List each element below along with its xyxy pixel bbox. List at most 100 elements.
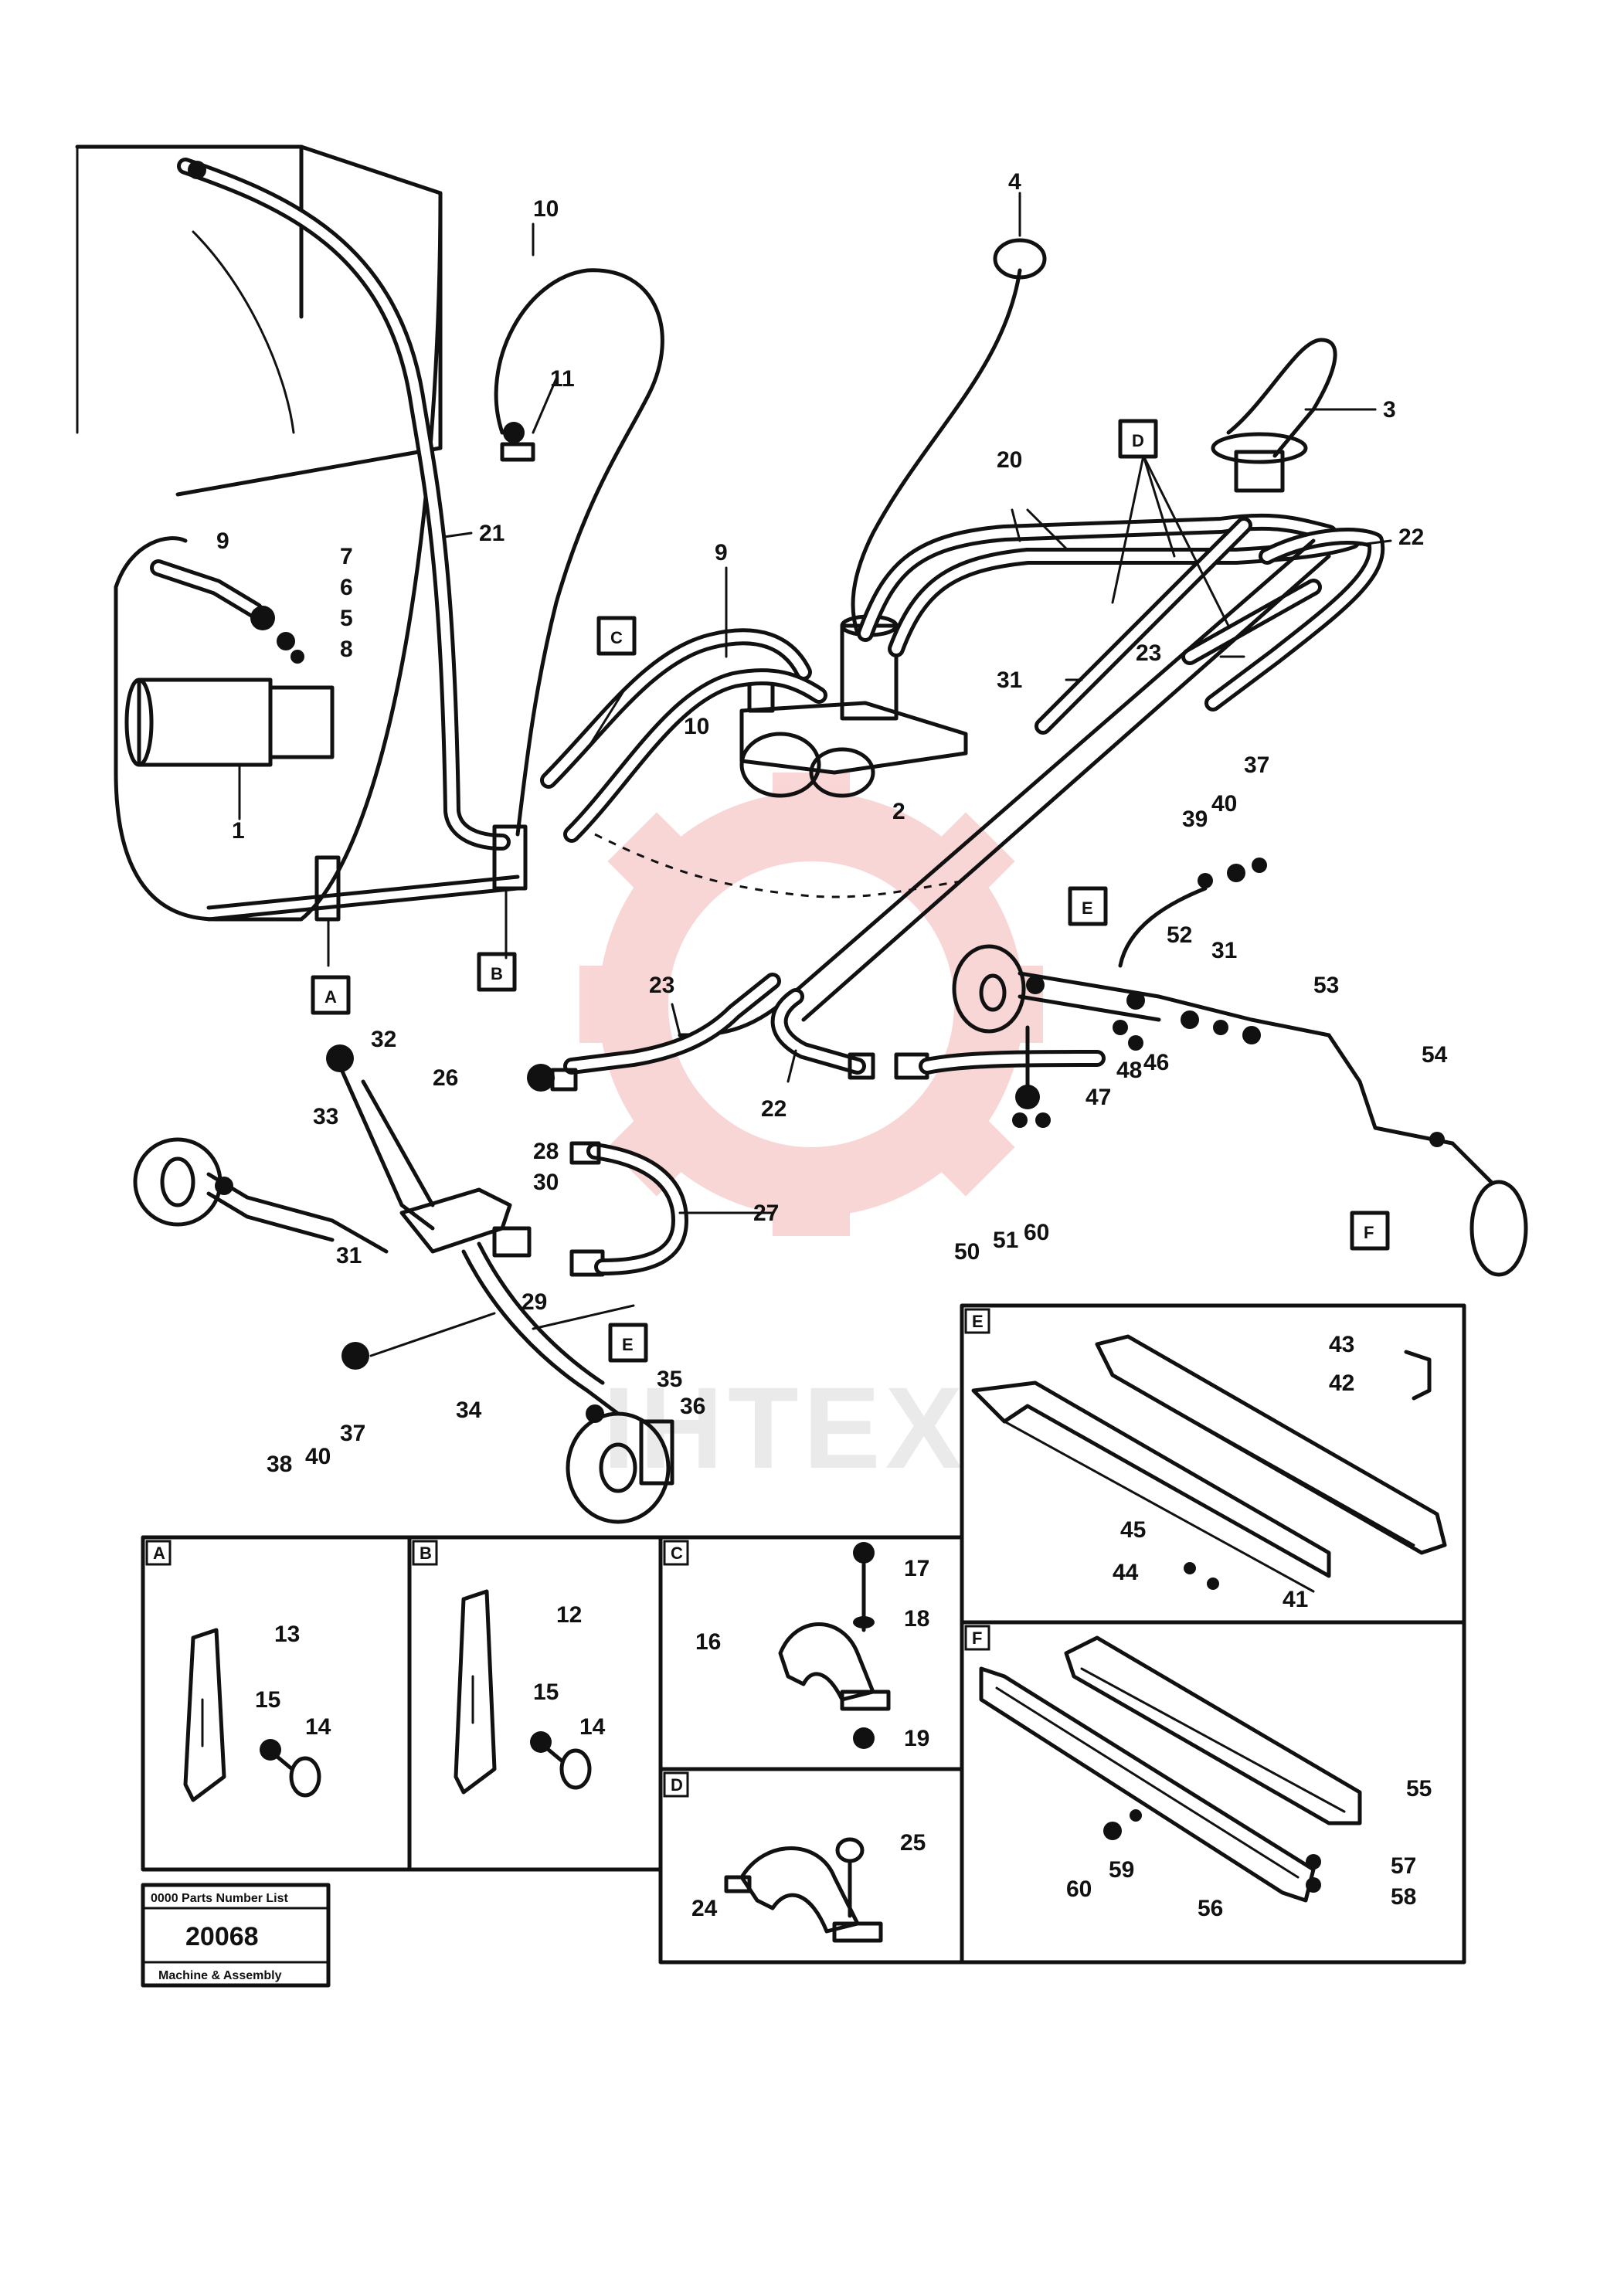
svg-text:D: D bbox=[671, 1775, 683, 1795]
ref-box-d bbox=[1118, 419, 1158, 459]
svg-text:22: 22 bbox=[1398, 525, 1424, 550]
svg-text:46: 46 bbox=[1143, 1050, 1169, 1075]
pedal-3 bbox=[1211, 338, 1377, 493]
svg-text:D: D bbox=[1132, 431, 1144, 450]
svg-text:6: 6 bbox=[340, 575, 353, 600]
svg-text:54: 54 bbox=[1422, 1042, 1448, 1068]
ref-box-a bbox=[311, 975, 351, 1015]
svg-text:37: 37 bbox=[340, 1421, 365, 1446]
svg-text:15: 15 bbox=[255, 1687, 280, 1713]
svg-text:30: 30 bbox=[533, 1170, 559, 1195]
svg-text:9: 9 bbox=[715, 540, 728, 565]
right-assembly bbox=[952, 858, 1528, 1277]
svg-text:10: 10 bbox=[533, 196, 559, 222]
svg-text:14: 14 bbox=[579, 1714, 606, 1740]
svg-text:37: 37 bbox=[1244, 752, 1269, 778]
svg-text:57: 57 bbox=[1391, 1853, 1416, 1879]
svg-text:59: 59 bbox=[1109, 1857, 1134, 1883]
hoses-9-10 bbox=[540, 628, 827, 843]
svg-text:17: 17 bbox=[904, 1556, 929, 1581]
svg-text:41: 41 bbox=[1283, 1587, 1308, 1612]
ref-box-e1 bbox=[1068, 886, 1108, 926]
svg-text:C: C bbox=[610, 628, 623, 647]
svg-text:4: 4 bbox=[1008, 169, 1021, 195]
svg-text:C: C bbox=[671, 1544, 683, 1563]
svg-text:40: 40 bbox=[1211, 791, 1237, 817]
part-labels: 10 11 4 3 21 9 7 6 5 8 20 22 9 10 31 23 … bbox=[216, 169, 1448, 1477]
plate-number: 20068 bbox=[185, 1922, 259, 1951]
svg-text:2: 2 bbox=[892, 799, 905, 824]
svg-text:31: 31 bbox=[997, 667, 1022, 693]
svg-text:28: 28 bbox=[533, 1139, 559, 1164]
detail-a-bracket bbox=[183, 1628, 321, 1802]
svg-text:58: 58 bbox=[1391, 1884, 1416, 1910]
svg-text:40: 40 bbox=[305, 1444, 331, 1469]
svg-text:F: F bbox=[1364, 1223, 1374, 1242]
watermark-text: IHTEX bbox=[603, 1363, 967, 1493]
svg-text:25: 25 bbox=[900, 1830, 926, 1856]
svg-text:50: 50 bbox=[954, 1239, 980, 1265]
detail-d-clamp bbox=[724, 1837, 883, 1943]
svg-text:16: 16 bbox=[695, 1629, 721, 1655]
svg-text:21: 21 bbox=[479, 521, 505, 546]
pump-block-1 bbox=[124, 678, 335, 820]
svg-text:39: 39 bbox=[1182, 807, 1208, 832]
svg-text:36: 36 bbox=[680, 1394, 705, 1419]
dashed-connection bbox=[594, 833, 967, 898]
svg-text:B: B bbox=[420, 1544, 432, 1563]
svg-text:20: 20 bbox=[997, 447, 1022, 473]
svg-text:3: 3 bbox=[1383, 397, 1396, 423]
svg-text:31: 31 bbox=[1211, 938, 1237, 963]
ref-box-b bbox=[477, 952, 517, 992]
svg-text:31: 31 bbox=[336, 1243, 362, 1268]
svg-text:11: 11 bbox=[550, 366, 575, 392]
svg-text:53: 53 bbox=[1313, 973, 1339, 998]
hose-loop-10 bbox=[494, 268, 664, 837]
svg-text:8: 8 bbox=[340, 637, 353, 662]
detail-frames bbox=[141, 1303, 1466, 1965]
svg-text:A: A bbox=[324, 987, 337, 1007]
svg-text:5: 5 bbox=[340, 606, 353, 631]
detail-e-bars bbox=[971, 1334, 1447, 1593]
detail-labels: 13 15 14 12 15 14 17 18 16 19 25 24 43 4… bbox=[255, 1332, 1432, 1921]
detail-f-bars bbox=[979, 1635, 1362, 1903]
svg-text:43: 43 bbox=[1329, 1332, 1354, 1357]
svg-text:42: 42 bbox=[1329, 1370, 1354, 1396]
svg-text:10: 10 bbox=[684, 714, 709, 739]
tube-bottom bbox=[206, 824, 528, 967]
svg-text:E: E bbox=[972, 1312, 984, 1331]
hose-22-lower bbox=[770, 988, 1106, 1080]
ref-box-group: A B C D E E F A B C D E F bbox=[145, 419, 1390, 1798]
svg-text:13: 13 bbox=[274, 1622, 300, 1647]
svg-text:34: 34 bbox=[456, 1398, 482, 1423]
svg-text:60: 60 bbox=[1066, 1876, 1092, 1902]
svg-text:7: 7 bbox=[340, 544, 353, 569]
left-lower-assembly bbox=[133, 1044, 688, 1524]
cable-4 bbox=[851, 192, 1047, 636]
svg-text:24: 24 bbox=[691, 1896, 718, 1921]
svg-text:44: 44 bbox=[1113, 1560, 1139, 1585]
hose-23-lower bbox=[527, 973, 781, 1092]
svg-text:35: 35 bbox=[657, 1367, 682, 1392]
plate-line2: Machine & Assembly bbox=[158, 1969, 282, 1982]
svg-text:38: 38 bbox=[267, 1452, 292, 1477]
svg-text:47: 47 bbox=[1085, 1085, 1111, 1110]
svg-text:56: 56 bbox=[1198, 1896, 1223, 1921]
ref-box-f bbox=[1350, 1211, 1390, 1251]
svg-text:E: E bbox=[1082, 898, 1093, 918]
ref-box-e2 bbox=[608, 1323, 648, 1363]
detail-c-clamp bbox=[778, 1542, 891, 1749]
svg-text:23: 23 bbox=[1136, 640, 1161, 666]
svg-text:F: F bbox=[972, 1628, 982, 1648]
svg-text:26: 26 bbox=[433, 1065, 458, 1091]
svg-text:B: B bbox=[491, 964, 503, 983]
svg-text:27: 27 bbox=[753, 1201, 779, 1226]
svg-text:1: 1 bbox=[232, 818, 245, 844]
svg-text:14: 14 bbox=[305, 1714, 331, 1740]
svg-text:18: 18 bbox=[904, 1606, 929, 1632]
svg-text:12: 12 bbox=[556, 1602, 582, 1628]
svg-text:45: 45 bbox=[1120, 1517, 1146, 1543]
svg-text:19: 19 bbox=[904, 1726, 929, 1751]
svg-text:52: 52 bbox=[1167, 922, 1192, 948]
